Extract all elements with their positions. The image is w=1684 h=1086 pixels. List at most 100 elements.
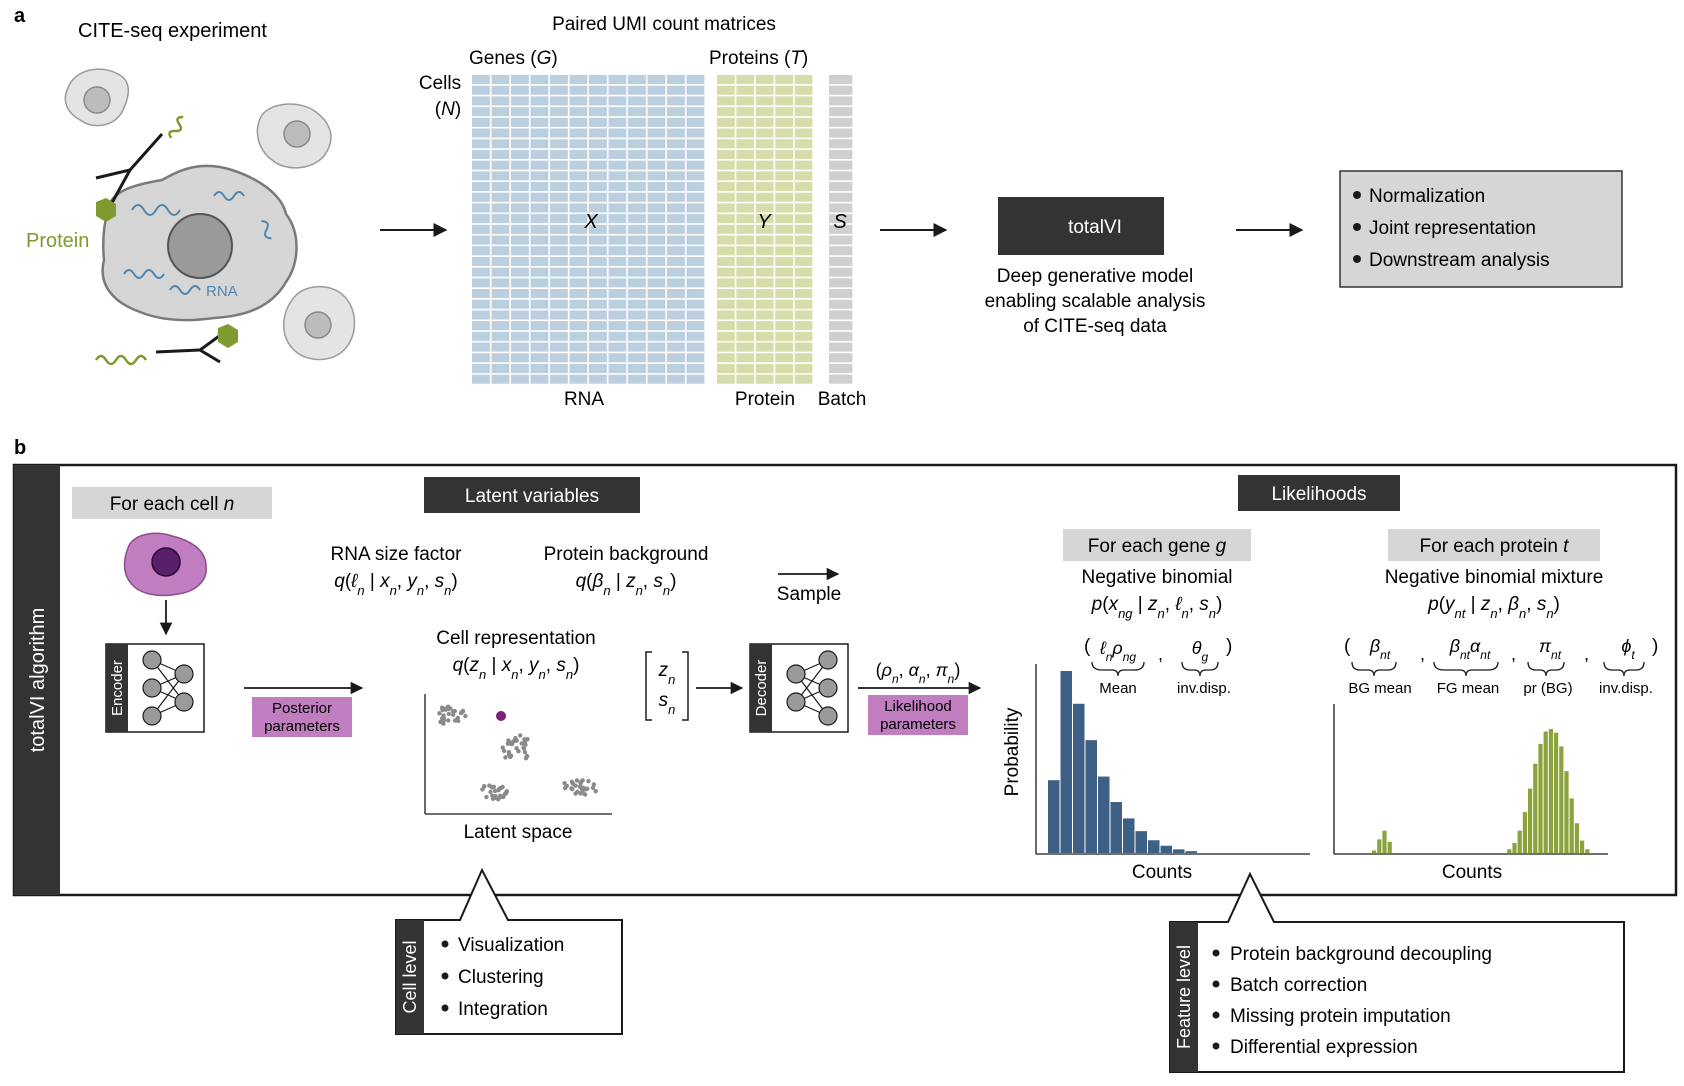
protein-matrix-cell — [717, 246, 735, 256]
rna-matrix-cell — [491, 235, 510, 245]
protein-histogram-bar — [1585, 849, 1590, 853]
gene-invdisp-label: inv.disp. — [1177, 680, 1231, 697]
batch-matrix-cell — [829, 75, 853, 85]
latent-sample-vector — [645, 651, 689, 721]
rna-matrix-cell — [589, 278, 607, 288]
protein-matrix-cell — [717, 96, 735, 106]
protein-matrix-cell — [755, 96, 774, 106]
rna-matrix-cell — [608, 374, 627, 384]
feature-task: Batch correction — [1230, 975, 1367, 996]
protein-matrix-cell — [717, 256, 735, 266]
rna-matrix-cell — [589, 299, 607, 309]
rna-matrix-cell — [511, 192, 529, 202]
protein-matrix-cell — [755, 374, 774, 384]
rna-matrix-cell — [511, 149, 529, 159]
rna-caption: RNA — [564, 389, 604, 410]
protein-matrix-cell — [755, 128, 774, 138]
rna-matrix-cell — [491, 171, 510, 181]
decoder-network — [749, 643, 849, 733]
bullet — [1212, 949, 1220, 957]
protein-matrix-cell — [717, 224, 735, 234]
protein-matrix-cell — [736, 149, 755, 159]
rna-matrix-cell — [647, 256, 666, 266]
rna-matrix-cell — [686, 278, 705, 288]
rna-matrix-cell — [628, 353, 646, 363]
batch-matrix-cell — [829, 278, 853, 288]
rna-matrix-cell — [491, 331, 510, 341]
protein-matrix-cell — [775, 278, 793, 288]
rna-matrix-cell — [550, 246, 568, 256]
rna-matrix-cell — [472, 182, 490, 192]
panel-a-label: a — [14, 5, 26, 27]
rna-matrix-cell — [686, 107, 705, 117]
protein-caption: Protein — [735, 389, 795, 410]
protein-matrix-cell — [736, 224, 755, 234]
rna-matrix-cell — [628, 107, 646, 117]
rna-matrix-cell — [569, 149, 588, 159]
latent-space-plot — [424, 694, 612, 815]
protein-matrix-cell — [775, 117, 793, 127]
rna-matrix-cell — [628, 85, 646, 95]
rna-matrix-cell — [686, 128, 705, 138]
output-item: Joint representation — [1369, 218, 1536, 239]
rna-matrix-cell — [491, 246, 510, 256]
protein-matrix-cell — [736, 353, 755, 363]
latent-point — [579, 779, 584, 784]
protein-matrix-cell — [717, 149, 735, 159]
latent-point — [574, 778, 580, 783]
protein-matrix-cell — [736, 321, 755, 331]
batch-matrix-cell — [829, 310, 853, 320]
pr-bg-label: pr (BG) — [1523, 680, 1572, 697]
protein-matrix-cell — [736, 214, 755, 224]
protein-matrix-cell — [794, 182, 813, 192]
bg-mean-brace — [1351, 661, 1397, 677]
gene-histogram-bar — [1173, 849, 1185, 853]
batch-matrix-cell — [829, 267, 853, 277]
protein-matrix-cell — [736, 85, 755, 95]
bg-mean-param: βnt — [1369, 636, 1391, 662]
rna-matrix-cell — [491, 353, 510, 363]
protein-matrix-cell — [794, 235, 813, 245]
latent-point — [590, 785, 596, 790]
rna-matrix-cell — [647, 235, 666, 245]
rna-matrix-cell — [667, 139, 685, 149]
rna-matrix-cell — [491, 267, 510, 277]
protein-matrix-cell — [755, 321, 774, 331]
rna-matrix-cell — [511, 96, 529, 106]
gene-histogram-bar — [1135, 831, 1147, 853]
protein-matrix-cell — [775, 310, 793, 320]
rna-matrix-cell — [511, 363, 529, 373]
rna-matrix-cell — [511, 246, 529, 256]
protein-matrix-cell — [717, 374, 735, 384]
rna-matrix-cell — [647, 278, 666, 288]
rna-matrix-cell — [472, 342, 490, 352]
gene-histogram-bars — [1048, 671, 1197, 853]
protein-histogram-bar — [1564, 771, 1569, 853]
rna-matrix-cell — [569, 310, 588, 320]
cell-task: Clustering — [458, 967, 544, 988]
rna-matrix-cell — [589, 96, 607, 106]
batch-vector — [829, 75, 853, 384]
rna-matrix-cell — [667, 374, 685, 384]
rna-matrix-cell — [608, 107, 627, 117]
rna-matrix-cell — [608, 203, 627, 213]
rna-matrix-cell — [569, 107, 588, 117]
rna-matrix-cell — [589, 117, 607, 127]
rna-matrix-cell — [628, 160, 646, 170]
rna-matrix-cell — [511, 214, 529, 224]
protein-matrix-cell — [794, 107, 813, 117]
protein-matrix-cell — [775, 374, 793, 384]
rna-matrix-cell — [511, 299, 529, 309]
latent-point — [510, 739, 516, 744]
rna-matrix-cell — [589, 139, 607, 149]
rna-matrix-cell — [491, 374, 510, 384]
rna-matrix-cell — [667, 149, 685, 159]
rna-matrix-cell — [550, 107, 568, 117]
pr-bg-brace — [1527, 661, 1565, 677]
protein-matrix-cell — [755, 342, 774, 352]
rna-matrix-cell — [569, 171, 588, 181]
rna-matrix-cell — [511, 321, 529, 331]
rna-matrix-cell — [569, 139, 588, 149]
protein-matrix-cell — [794, 278, 813, 288]
